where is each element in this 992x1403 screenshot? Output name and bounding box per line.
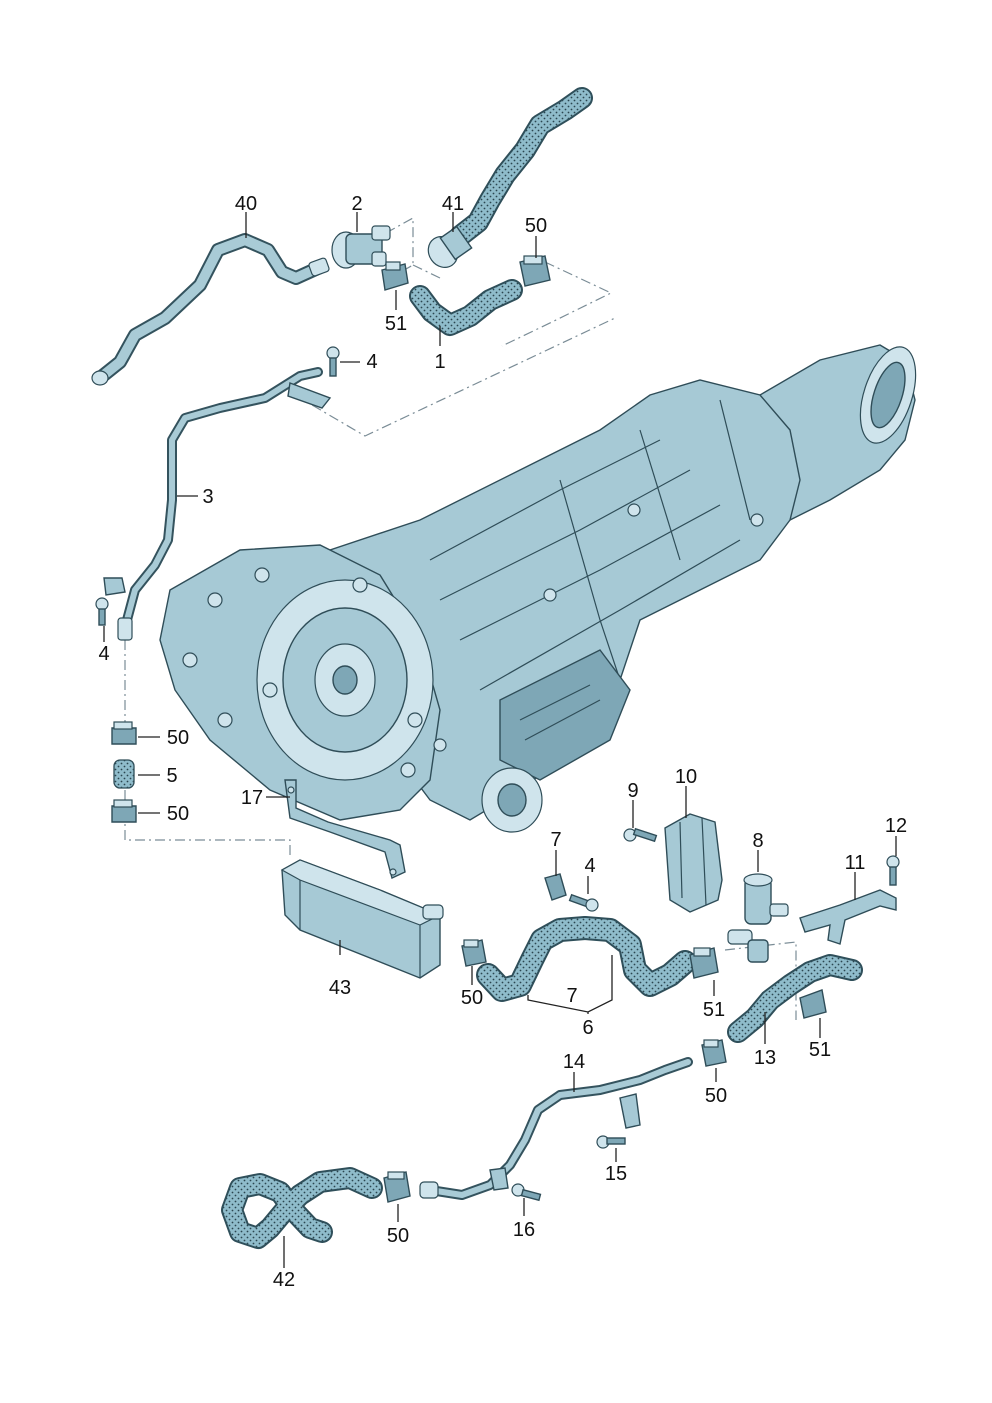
clip-50-cooler (461, 939, 487, 967)
hose-13 (727, 954, 863, 1043)
bolt-4-top (326, 346, 340, 377)
label-50-top: 50 (525, 215, 547, 237)
label-50-pipe: 50 (705, 1085, 727, 1107)
hose-piece-5 (113, 759, 135, 789)
label-50-cooler: 50 (461, 987, 483, 1009)
clip-51-top (381, 261, 409, 291)
hose-1 (409, 279, 523, 336)
label-12: 12 (885, 815, 907, 837)
label-7-lower: 7 (566, 985, 577, 1007)
label-41: 41 (442, 193, 464, 215)
hose-41 (427, 87, 593, 268)
clip-50-top (519, 255, 551, 287)
bracket-17 (284, 779, 406, 879)
label-5: 5 (166, 765, 177, 787)
label-40: 40 (235, 193, 257, 215)
heat-shield-10 (664, 813, 723, 913)
label-17: 17 (241, 787, 263, 809)
label-6: 6 (582, 1017, 593, 1039)
clip-50-left-lower (111, 799, 137, 823)
label-13: 13 (754, 1047, 776, 1069)
label-11: 11 (845, 852, 866, 874)
leader-lines (103, 212, 897, 1268)
clip-50-pipe (701, 1039, 727, 1067)
label-50-left-upper: 50 (167, 727, 189, 749)
label-9: 9 (627, 780, 638, 802)
label-3: 3 (202, 486, 213, 508)
clip-7 (544, 873, 567, 901)
label-43: 43 (329, 977, 351, 999)
connector-tee-2 (331, 225, 391, 269)
bracket-11 (799, 889, 897, 945)
label-42: 42 (273, 1269, 295, 1291)
clip-51-mid (689, 947, 719, 979)
bolt-12 (886, 855, 900, 886)
bolt-4-left (95, 597, 109, 626)
label-51-right: 51 (809, 1039, 831, 1061)
label-1: 1 (434, 351, 445, 373)
label-16: 16 (513, 1219, 535, 1241)
clip-50-bottom (383, 1171, 411, 1203)
pipe-3 (103, 367, 332, 641)
bolt-15 (596, 1135, 626, 1149)
label-2: 2 (351, 193, 362, 215)
hose-42 (221, 1167, 383, 1249)
valve-8 (727, 873, 789, 963)
bolt-9 (623, 827, 658, 843)
transmission-housing (159, 344, 917, 833)
label-4-top: 4 (366, 351, 377, 373)
label-4-mid: 4 (584, 855, 595, 877)
label-14: 14 (563, 1051, 585, 1073)
label-51-top: 51 (385, 313, 407, 335)
label-10: 10 (675, 766, 697, 788)
clip-50-left-upper (111, 721, 137, 745)
coolant-pipe-40 (91, 233, 330, 386)
hose-6 (476, 916, 697, 1002)
bolt-4-mid (568, 893, 599, 912)
label-4-left: 4 (98, 643, 109, 665)
bolt-16 (511, 1183, 542, 1202)
label-51-mid: 51 (703, 999, 725, 1021)
label-7-upper: 7 (550, 829, 561, 851)
label-8: 8 (752, 830, 763, 852)
transmission-cooler-43 (280, 859, 444, 979)
label-15: 15 (605, 1163, 627, 1185)
callout-labels: 40 2 41 50 51 1 4 3 4 50 5 50 17 43 50 7… (98, 193, 907, 1291)
label-50-bottom: 50 (387, 1225, 409, 1247)
label-50-left-lower: 50 (167, 803, 189, 825)
pipe-14 (419, 1057, 693, 1200)
